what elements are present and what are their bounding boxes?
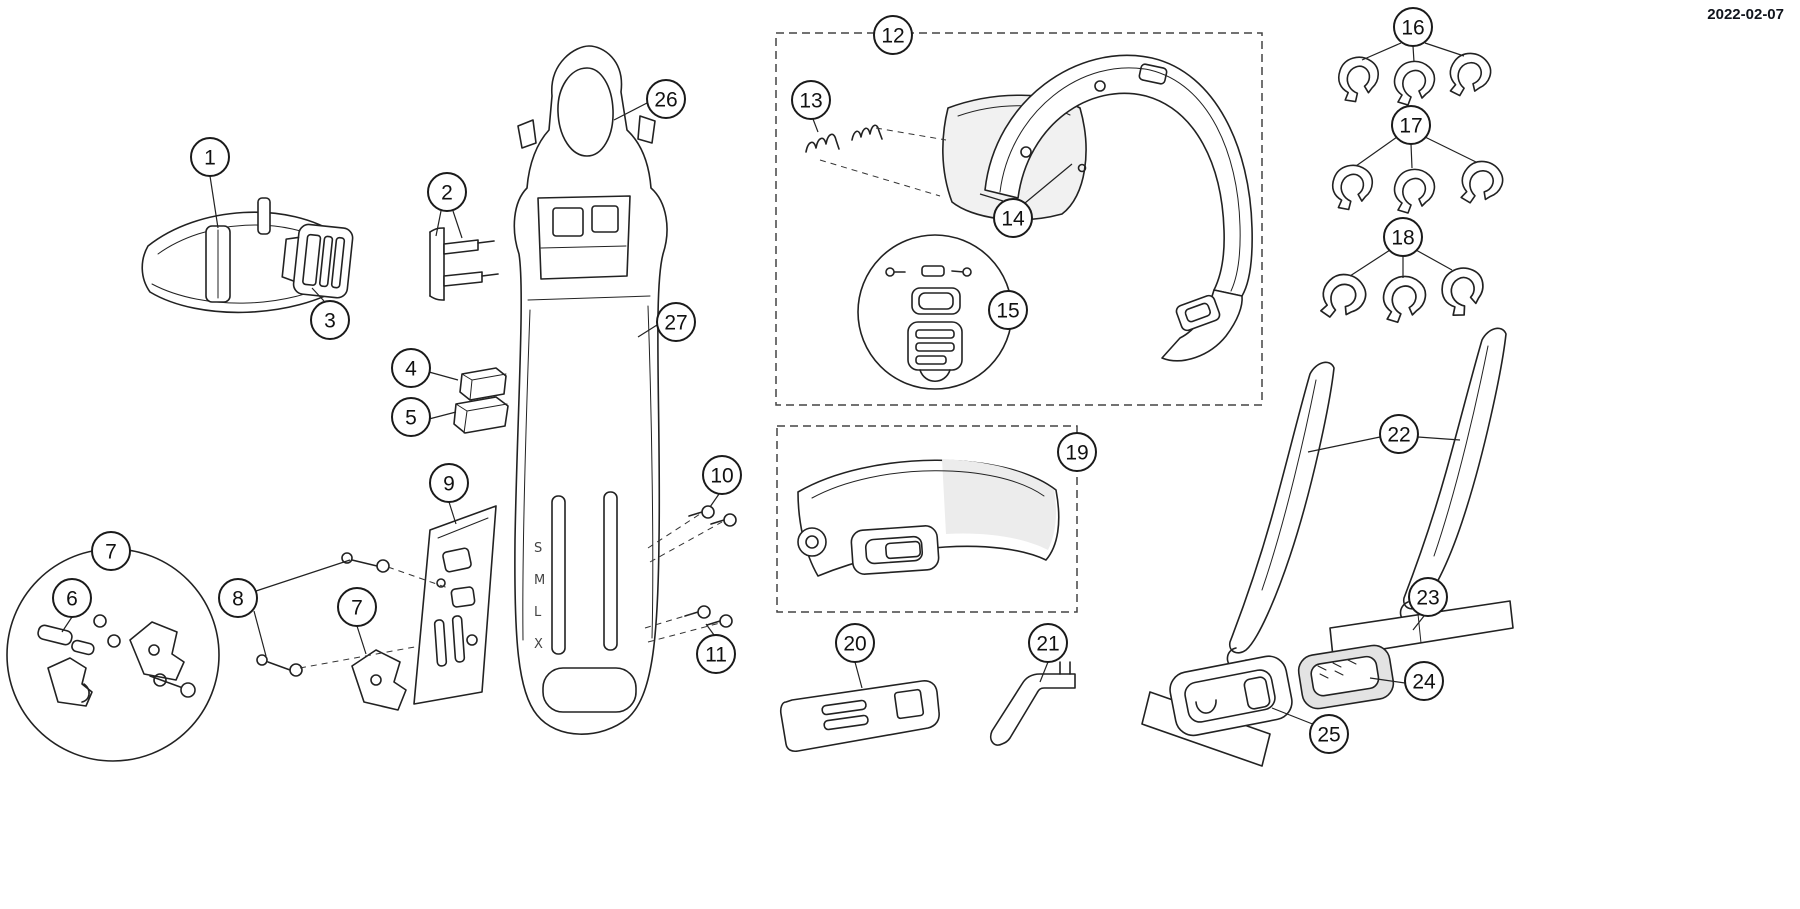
- part-20-strap-extender: [779, 680, 940, 753]
- svg-text:15: 15: [996, 300, 1019, 323]
- part-7-clip-detail: [129, 621, 185, 681]
- group-box-19: [776, 425, 1078, 613]
- svg-text:27: 27: [664, 312, 687, 335]
- part-3-buckle: [281, 223, 354, 299]
- part-11-screws: [684, 605, 733, 628]
- part-7-clip: [351, 649, 407, 711]
- svg-text:11: 11: [705, 644, 727, 667]
- callout-17[interactable]: 17: [1391, 105, 1431, 145]
- frame-size-label: M: [534, 573, 545, 588]
- svg-text:4: 4: [405, 358, 417, 381]
- svg-text:1: 1: [204, 147, 216, 170]
- callout-11[interactable]: 11: [696, 634, 736, 674]
- callout-19[interactable]: 19: [1057, 432, 1097, 472]
- callout-12[interactable]: 12: [873, 15, 913, 55]
- callout-15[interactable]: 15: [988, 290, 1028, 330]
- svg-text:25: 25: [1317, 724, 1340, 747]
- callout-13[interactable]: 13: [791, 80, 831, 120]
- callout-20[interactable]: 20: [835, 623, 875, 663]
- part-25-buckle-female: [1169, 655, 1293, 737]
- part-21-hook-bracket: [989, 661, 1076, 746]
- part-12-headband: [984, 54, 1253, 362]
- svg-text:12: 12: [881, 25, 904, 48]
- svg-text:21: 21: [1036, 633, 1059, 656]
- part-4-clip: [459, 367, 507, 401]
- svg-text:18: 18: [1391, 227, 1414, 250]
- callout-8[interactable]: 8: [218, 578, 258, 618]
- callout-27[interactable]: 27: [656, 302, 696, 342]
- callout-14[interactable]: 14: [993, 198, 1033, 238]
- svg-text:8: 8: [232, 588, 244, 611]
- callout-22[interactable]: 22: [1379, 414, 1419, 454]
- part-8-screws: [256, 552, 390, 677]
- callout-4[interactable]: 4: [391, 348, 431, 388]
- part-23-webbing-strap: [1329, 600, 1514, 658]
- part-19-belt: [797, 459, 1060, 577]
- svg-text:20: 20: [843, 633, 866, 656]
- detail-circle-15: [857, 234, 1013, 390]
- callout-10[interactable]: 10: [702, 455, 742, 495]
- callout-23[interactable]: 23: [1408, 577, 1448, 617]
- leader-lines: [61, 42, 1477, 726]
- svg-text:7: 7: [105, 541, 117, 564]
- frame-size-scale: S M L X: [534, 541, 545, 652]
- svg-text:26: 26: [654, 89, 677, 112]
- detail-circle-7: [6, 548, 220, 762]
- revision-date: 2022-02-07: [1707, 6, 1784, 23]
- callout-3[interactable]: 3: [310, 300, 350, 340]
- callout-16[interactable]: 16: [1393, 7, 1433, 47]
- svg-text:19: 19: [1065, 442, 1088, 465]
- part-5-clip: [453, 396, 509, 434]
- frame-size-label: L: [534, 605, 542, 620]
- svg-text:5: 5: [405, 407, 417, 430]
- part-2-bracket: [429, 227, 499, 301]
- svg-text:9: 9: [443, 473, 455, 496]
- svg-text:13: 13: [799, 90, 822, 113]
- svg-text:24: 24: [1412, 671, 1436, 694]
- part-10-screws: [688, 505, 737, 527]
- callout-25[interactable]: 25: [1309, 714, 1349, 754]
- svg-text:23: 23: [1416, 587, 1439, 610]
- callout-18[interactable]: 18: [1383, 217, 1423, 257]
- svg-text:16: 16: [1401, 17, 1424, 40]
- part-16-hooks: [1335, 49, 1495, 106]
- callout-2[interactable]: 2: [427, 172, 467, 212]
- part-24-buckle-male: [1297, 644, 1395, 710]
- svg-text:6: 6: [66, 588, 78, 611]
- svg-text:7: 7: [351, 597, 363, 620]
- svg-text:22: 22: [1387, 424, 1410, 447]
- callout-7[interactable]: 7: [337, 587, 377, 627]
- svg-text:17: 17: [1399, 115, 1422, 138]
- svg-text:10: 10: [710, 465, 733, 488]
- svg-text:14: 14: [1001, 208, 1025, 231]
- callout-26[interactable]: 26: [646, 79, 686, 119]
- callout-24[interactable]: 24: [1404, 661, 1444, 701]
- svg-text:3: 3: [324, 310, 336, 333]
- callout-5[interactable]: 5: [391, 397, 431, 437]
- part-13-spring-clips: [805, 124, 883, 153]
- callout-7[interactable]: 7: [91, 531, 131, 571]
- callout-21[interactable]: 21: [1028, 623, 1068, 663]
- callout-9[interactable]: 9: [429, 463, 469, 503]
- callout-1[interactable]: 1: [190, 137, 230, 177]
- frame-size-label: S: [534, 541, 542, 556]
- callout-6[interactable]: 6: [52, 578, 92, 618]
- part-9-mounting-plate: [413, 505, 497, 705]
- part-26-27-carrier-frame: S M L X: [513, 45, 668, 735]
- svg-text:2: 2: [441, 182, 453, 205]
- frame-size-label: X: [534, 637, 543, 652]
